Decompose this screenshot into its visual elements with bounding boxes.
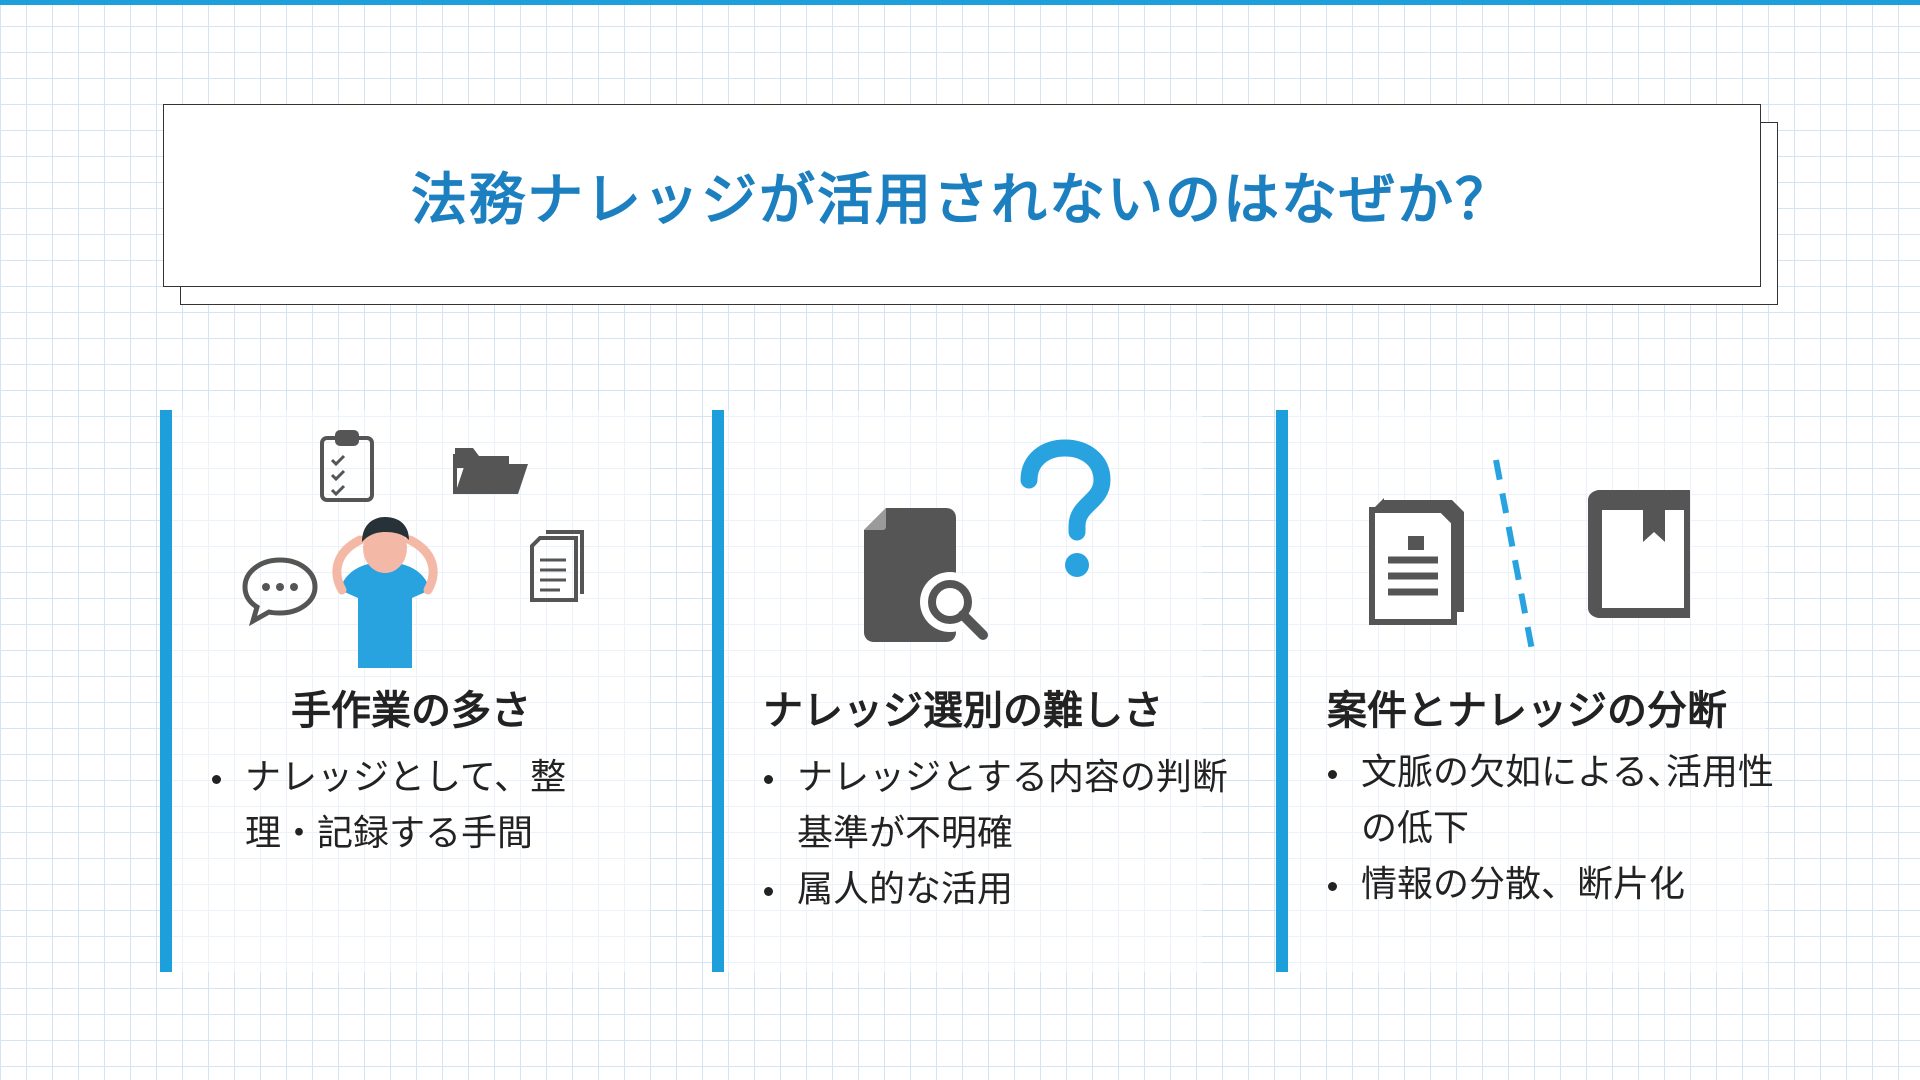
card-accent-bar — [712, 410, 724, 972]
card-manual-work: 手作業の多さ ナレッジとして、整理・記録する手間 — [160, 410, 650, 972]
question-mark-icon — [1020, 439, 1111, 577]
card-illustration — [172, 410, 650, 675]
card-illustration — [1288, 410, 1766, 675]
card-heading: ナレッジ選別の難しさ — [763, 688, 1163, 734]
card-illustration — [724, 410, 1202, 675]
card-knowledge-selection: ナレッジ選別の難しさ ナレッジとする内容の判断基準が不明確 属人的な活用 — [712, 410, 1228, 972]
file-search-icon — [864, 508, 988, 642]
card-bullets: ナレッジとする内容の判断基準が不明確 属人的な活用 — [744, 750, 1239, 918]
title-box: 法務ナレッジが活用されないのはなぜか？ — [163, 104, 1761, 287]
chat-icon — [242, 557, 318, 627]
bullet-item: 情報の分散、断片化 — [1353, 857, 1803, 913]
card-heading: 手作業の多さ — [291, 688, 531, 734]
top-accent-rule — [0, 0, 1920, 5]
card-bullets: ナレッジとして、整理・記録する手間 — [192, 750, 687, 862]
stressed-person-icon — [332, 517, 438, 668]
bullet-item: ナレッジとする内容の判断基準が不明確 — [789, 750, 1239, 862]
card-case-knowledge-gap: 案件とナレッジの分断 文脈の欠如による､活用性の低下 情報の分散、断片化 — [1276, 410, 1774, 972]
card-accent-bar — [160, 410, 172, 972]
card-bullets: 文脈の欠如による､活用性の低下 情報の分散、断片化 — [1308, 745, 1803, 913]
bullet-item: 文脈の欠如による､活用性の低下 — [1353, 745, 1803, 857]
document-icon — [530, 530, 584, 602]
bullet-item: 属人的な活用 — [789, 862, 1239, 918]
page-title: 法務ナレッジが活用されないのはなぜか？ — [411, 168, 1513, 233]
book-icon — [1588, 490, 1690, 618]
documents-icon — [1369, 498, 1464, 625]
bullet-item: ナレッジとして、整理・記録する手間 — [237, 750, 605, 862]
clipboard-icon — [320, 430, 374, 502]
card-heading: 案件とナレッジの分断 — [1327, 688, 1727, 734]
card-accent-bar — [1276, 410, 1288, 972]
dashed-divider — [1493, 459, 1535, 651]
folder-icon — [453, 448, 528, 494]
